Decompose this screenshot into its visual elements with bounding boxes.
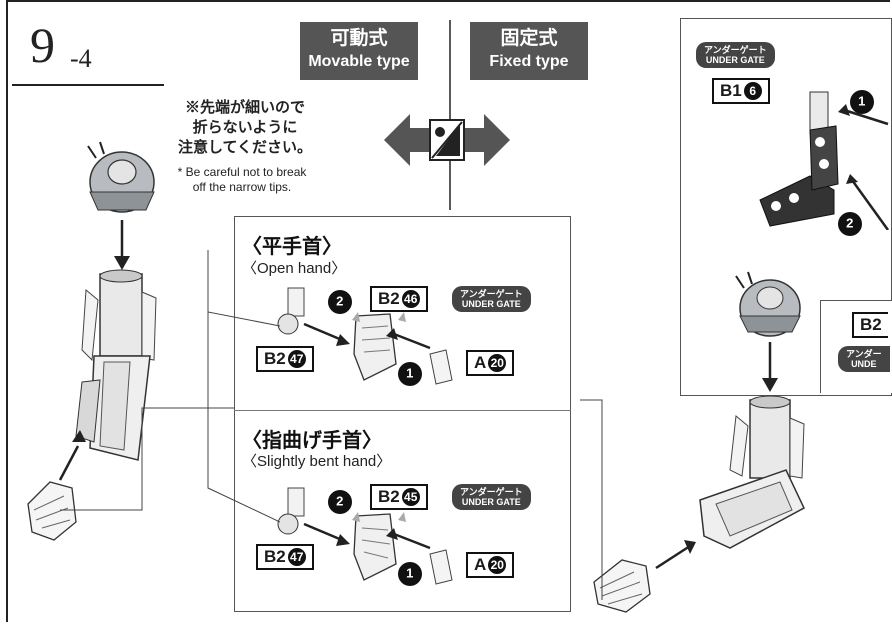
connector-lines-to-panel bbox=[207, 250, 280, 523]
inset-lower-part-label: B2 bbox=[852, 312, 888, 338]
step-number: 9 bbox=[30, 17, 55, 73]
open-hand-part-right-num: 20 bbox=[488, 354, 507, 372]
inset-lower-gate-badge: アンダー UNDE bbox=[838, 346, 890, 372]
open-hand-part-right-runner: A bbox=[474, 353, 487, 372]
inset-part-runner: B1 bbox=[720, 81, 742, 100]
step-subnumber: -4 bbox=[70, 44, 92, 73]
page-border bbox=[6, 0, 890, 622]
open-hand-part-top-runner: B2 bbox=[378, 289, 400, 308]
inset-lower-gate-en: UNDE bbox=[851, 359, 877, 369]
choice-arrow-icon bbox=[384, 114, 510, 166]
bent-hand-part-right-runner: A bbox=[474, 555, 487, 574]
note-line-3: 注意してください。 bbox=[177, 139, 313, 156]
bent-hand-title: 〈指曲げ手首〉 bbox=[242, 430, 382, 452]
open-hand-parts-drawing bbox=[277, 287, 453, 385]
bent-hand-part-left-num: 47 bbox=[287, 548, 306, 566]
open-hand-under-gate-badge: アンダーゲート UNDER GATE bbox=[452, 286, 531, 312]
fixed-type-label: 固定式 Fixed type bbox=[470, 22, 588, 80]
bent-hand-under-gate-badge: アンダーゲート UNDER GATE bbox=[452, 484, 531, 510]
bent-hand-part-top-num: 45 bbox=[401, 488, 420, 506]
bent-hand-gate-en: UNDER GATE bbox=[461, 497, 521, 507]
movable-type-jp: 可動式 bbox=[330, 28, 388, 49]
note-en-line-1: * Be careful not to break bbox=[177, 165, 307, 179]
open-hand-part-left-runner: B2 bbox=[264, 349, 286, 368]
right-arm-illustration bbox=[580, 271, 805, 613]
inset-gate-en: UNDER GATE bbox=[705, 55, 765, 65]
bent-hand-part-top-runner: B2 bbox=[378, 487, 400, 506]
note-line-2: 折らないように bbox=[192, 119, 298, 136]
type-divider bbox=[449, 20, 451, 210]
open-hand-subtitle: 〈Open hand〉 bbox=[242, 260, 347, 277]
connector-lines-left bbox=[60, 407, 236, 511]
step-underline bbox=[12, 84, 164, 86]
caution-note-jp: ※先端が細いので 折らないように 注意してください。 bbox=[140, 98, 350, 158]
fixed-type-en: Fixed type bbox=[489, 53, 569, 70]
inset-part-num: 6 bbox=[743, 82, 762, 100]
fixed-type-jp: 固定式 bbox=[500, 28, 558, 49]
note-en-line-2: off the narrow tips. bbox=[192, 180, 292, 194]
open-hand-part-left-num: 47 bbox=[287, 350, 306, 368]
open-hand-title: 〈平手首〉 bbox=[242, 236, 342, 258]
open-hand-gate-jp: アンダーゲート bbox=[460, 289, 523, 299]
note-line-1: ※先端が細いので bbox=[184, 99, 305, 116]
bent-hand-gate-jp: アンダーゲート bbox=[460, 487, 523, 497]
caution-note-en: * Be careful not to break off the narrow… bbox=[142, 165, 342, 195]
inset-lower-gate-jp: アンダー bbox=[846, 349, 882, 359]
bent-hand-part-right-num: 20 bbox=[488, 556, 507, 574]
open-hand-gate-en: UNDER GATE bbox=[461, 299, 521, 309]
movable-type-label: 可動式 Movable type bbox=[300, 22, 418, 80]
bent-hand-subtitle: 〈Slightly bent hand〉 bbox=[242, 453, 392, 470]
inset-under-gate-badge: アンダーゲート UNDER GATE bbox=[696, 42, 775, 68]
open-hand-part-top-num: 46 bbox=[401, 290, 420, 308]
bent-hand-parts-drawing bbox=[277, 487, 453, 585]
left-arm-illustration bbox=[27, 141, 157, 541]
inset-gate-jp: アンダーゲート bbox=[704, 45, 767, 55]
inset-hand-frame-drawing bbox=[759, 91, 890, 230]
panel-divider bbox=[234, 410, 571, 411]
movable-type-en: Movable type bbox=[308, 53, 410, 70]
bent-hand-part-left-runner: B2 bbox=[264, 547, 286, 566]
